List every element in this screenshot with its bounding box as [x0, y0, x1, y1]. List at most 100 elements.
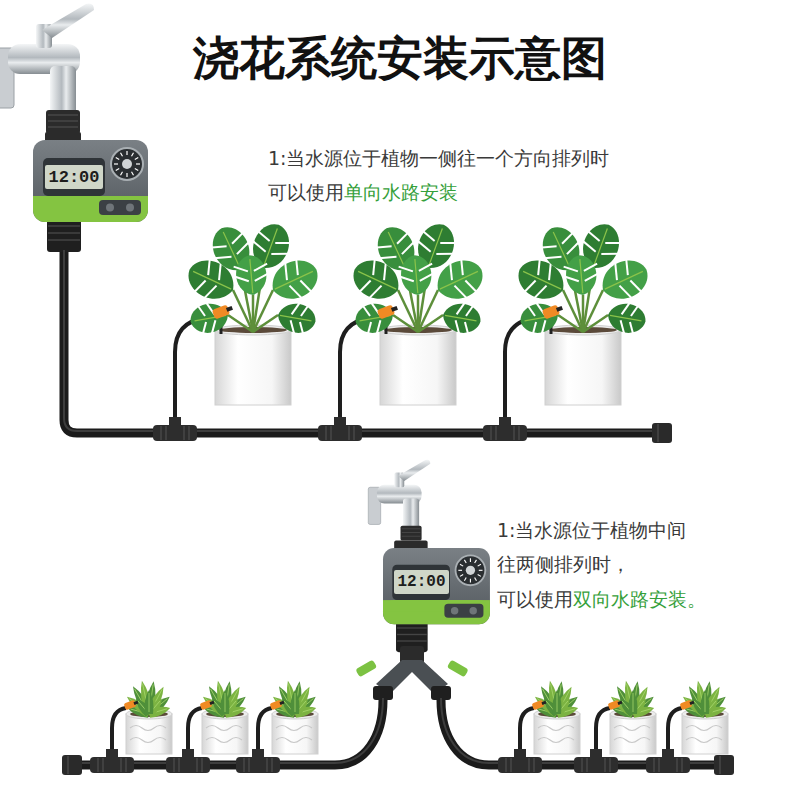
monstera-plant: [584, 274, 598, 281]
succulent-plant: [221, 690, 230, 714]
note-text: 1:当水源位于植物一侧往一个方向排列时: [268, 146, 610, 170]
monstera-plant: [605, 237, 622, 248]
drip-tube: [188, 708, 202, 756]
monstera-plant: [353, 299, 396, 337]
lcd-display: 12:00: [45, 165, 103, 189]
monstera-plant: [228, 315, 253, 332]
succulent-plant: [145, 690, 154, 714]
tee-fitting: [682, 758, 683, 772]
timer-unit: [99, 200, 141, 215]
monstera-plant: [429, 251, 490, 308]
tee-fitting: [677, 758, 678, 772]
flower-pot: [545, 330, 621, 405]
timer-unit: [464, 560, 466, 563]
tee-fitting: [331, 426, 332, 440]
monstera-plant: [275, 299, 318, 337]
monstera-plant: [580, 241, 597, 252]
dripper: [391, 306, 398, 312]
tee-fitting: [184, 426, 185, 440]
water-pipe: [441, 698, 718, 765]
succulent-plant: [149, 693, 150, 712]
end-cap: [68, 756, 69, 774]
tee-fitting: [90, 749, 134, 773]
dripper: [200, 700, 213, 710]
tee-fitting: [610, 758, 611, 772]
monstera-plant: [445, 262, 458, 280]
timer-unit: [466, 566, 475, 575]
tee-fitting: [244, 758, 245, 772]
succulent-plant: [608, 680, 656, 719]
faucet: [46, 110, 80, 134]
dripper: [200, 699, 216, 710]
dripper: [124, 700, 137, 710]
tee-fitting: [483, 425, 527, 441]
timer-unit: [136, 163, 140, 164]
monstera-plant: [610, 262, 623, 280]
dripper: [377, 303, 399, 319]
timer-unit: [458, 570, 462, 571]
monstera-plant: [399, 242, 416, 254]
tee-fitting: [267, 758, 268, 772]
dripper: [617, 701, 622, 705]
dripper: [212, 305, 230, 320]
timer-unit: [132, 153, 134, 156]
succulent-plant: [221, 690, 230, 714]
monstera-plant: [400, 275, 414, 282]
dripper: [270, 699, 286, 710]
tee-fitting: [236, 757, 280, 773]
timer-unit: [460, 575, 463, 577]
monstera-plant: [393, 315, 418, 332]
flower-pot: [215, 325, 291, 405]
monstera-plant: [230, 231, 247, 243]
faucet: [403, 498, 419, 529]
succulent-plant: [680, 680, 728, 719]
y-splitter: [355, 660, 377, 678]
tee-fitting: [202, 758, 203, 772]
flower-pot: [276, 738, 312, 743]
timer-unit: [475, 578, 477, 581]
dripper: [680, 699, 696, 710]
timer-unit: [33, 132, 148, 252]
monstera-plant: [457, 302, 465, 316]
monstera-plant: [618, 320, 626, 334]
water-pipe: [64, 250, 656, 431]
monstera-plant: [204, 283, 217, 301]
tee-fitting: [582, 758, 583, 772]
monstera-plant: [375, 320, 383, 334]
flower-pot: [686, 726, 722, 731]
monstera-plant: [601, 248, 618, 259]
tee-fitting: [498, 749, 542, 773]
succulent-plant: [291, 690, 300, 714]
dripper: [689, 701, 694, 705]
timer-unit: [475, 560, 477, 563]
faucet: [368, 460, 430, 541]
tee-fitting: [161, 426, 162, 440]
dripper: [532, 700, 545, 710]
tee-fitting: [574, 757, 618, 773]
monstera-plant: [564, 254, 598, 296]
faucet: [402, 536, 421, 537]
dripper: [209, 701, 214, 705]
faucet: [398, 460, 430, 481]
dripper: [226, 306, 233, 312]
timer-unit: [126, 204, 134, 212]
monstera-plant: [463, 322, 471, 336]
tee-fitting: [153, 425, 197, 441]
timer-unit: [397, 640, 427, 641]
y-splitter: [447, 660, 469, 678]
water-pipe: [441, 700, 718, 765]
dripper: [124, 699, 140, 710]
succulent-plant: [629, 690, 638, 714]
timer-unit: [456, 555, 486, 585]
succulent-plant: [553, 690, 562, 714]
monstera-plant: [346, 218, 490, 337]
tee-fitting: [354, 426, 355, 440]
monstera-plant: [253, 315, 278, 332]
dripper: [377, 305, 395, 320]
flower-pot: [610, 709, 656, 754]
dripper: [279, 701, 284, 705]
flower-pot: [682, 714, 728, 754]
end-cap: [714, 755, 734, 775]
drip-tube: [112, 708, 126, 756]
monstera-plant: [610, 315, 642, 321]
